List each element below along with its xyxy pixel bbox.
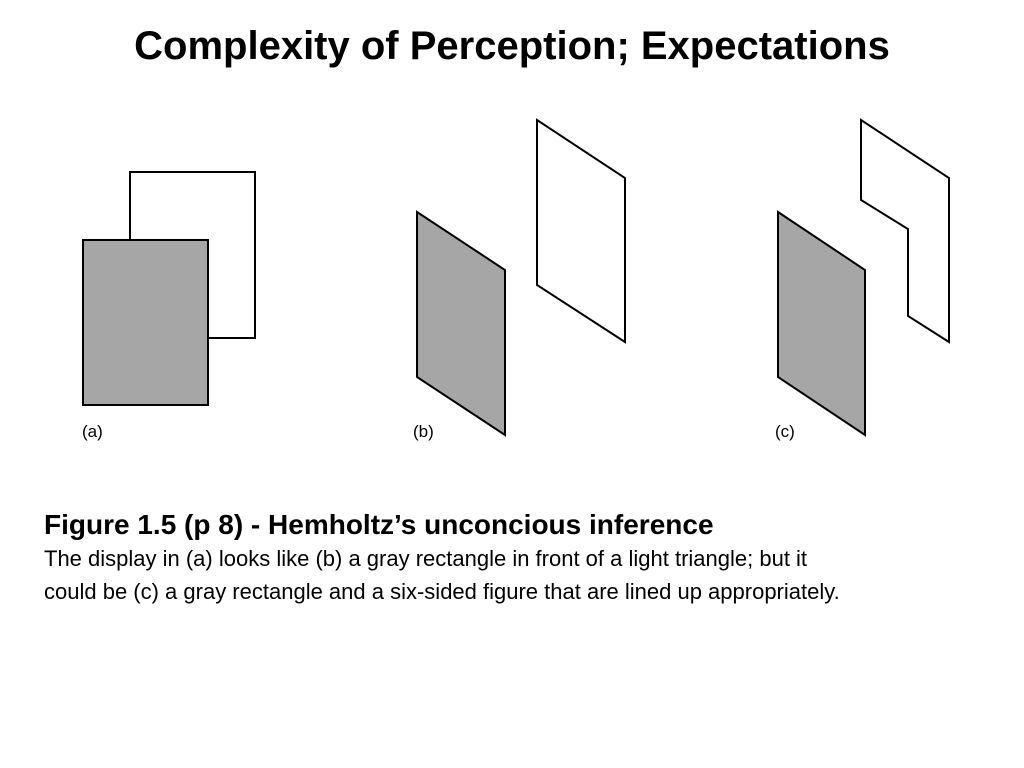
figure-caption: Figure 1.5 (p 8) - Hemholtz’s unconcious… <box>44 508 1004 608</box>
panel-a-gray-rectangle <box>82 239 209 406</box>
panel-c: (c) <box>775 118 950 441</box>
panel-c-gray-rectangle <box>777 210 866 437</box>
panel-b-label: (b) <box>413 422 434 441</box>
panel-c-six-sided-figure <box>860 118 950 344</box>
caption-title: Figure 1.5 (p 8) - Hemholtz’s unconcious… <box>44 509 714 540</box>
caption-body-line-1: The display in (a) looks like (b) a gray… <box>44 546 808 571</box>
panel-a: (a) <box>82 171 256 441</box>
figure-diagram: (a) (b) (c) <box>82 118 950 441</box>
panel-b: (b) <box>413 118 626 441</box>
panel-b-gray-rectangle <box>416 210 506 437</box>
panel-b-light-shape <box>536 118 626 344</box>
caption-body-line-2: could be (c) a gray rectangle and a six-… <box>44 579 840 604</box>
slide-title: Complexity of Perception; Expectations <box>134 24 890 68</box>
panel-c-label: (c) <box>775 422 795 441</box>
panel-a-label: (a) <box>82 422 103 441</box>
